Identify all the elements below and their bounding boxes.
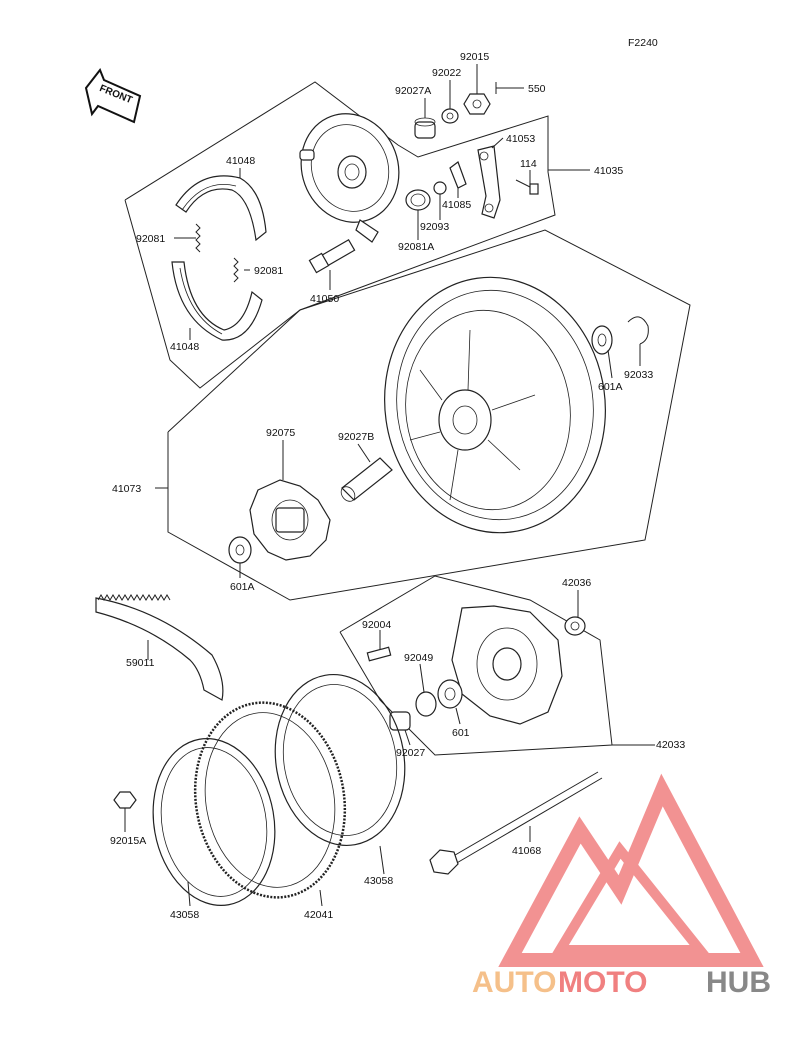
indicator-41085 (449, 161, 467, 189)
seal-92093 (433, 181, 447, 195)
bolt-114 (515, 179, 539, 195)
label-42033: 42033 (656, 739, 685, 751)
cover-43058-right (274, 673, 406, 847)
spring-92081-left (195, 223, 201, 253)
label-92093: 92093 (420, 221, 449, 233)
spring-92081-right (233, 257, 239, 283)
watermark-part-moto: MOTO (558, 966, 647, 999)
wheel-group-outline (167, 229, 691, 601)
label-92081-right: 92081 (254, 265, 283, 277)
brake-lever-41053 (477, 145, 501, 219)
hub-group-outline (339, 575, 613, 756)
collar-92027 (389, 711, 411, 731)
label-550: 550 (528, 83, 546, 95)
label-41053: 41053 (506, 133, 535, 145)
watermark-logo-icon (498, 773, 764, 967)
seal-92049 (415, 691, 437, 717)
watermark-text: AUTO MOTO HUB (472, 966, 771, 999)
label-41050: 41050 (310, 293, 339, 305)
watermark-part-auto: AUTO (472, 966, 556, 999)
circlip-92033 (627, 316, 649, 345)
label-92033: 92033 (624, 369, 653, 381)
bearing-601 (437, 679, 463, 709)
bearing-601A-left (228, 536, 252, 564)
spring-92081A (405, 189, 431, 211)
nut-92015 (463, 93, 491, 115)
watermark-part-hub: HUB (706, 966, 771, 999)
label-601A-right: 601A (598, 381, 623, 393)
washer-92022 (441, 108, 459, 124)
label-42036: 42036 (562, 577, 591, 589)
axle-41068 (429, 771, 603, 875)
label-92081-left: 92081 (136, 233, 165, 245)
label-41035: 41035 (594, 165, 623, 177)
cover-43058-left (152, 738, 276, 906)
nut-42036 (564, 616, 586, 636)
label-41048-bottom: 41048 (170, 341, 199, 353)
brake-shoe-top (175, 175, 267, 242)
label-92049: 92049 (404, 652, 433, 664)
damper-92075 (249, 479, 331, 561)
label-59011: 59011 (126, 657, 155, 669)
drive-belt-59011 (95, 594, 224, 701)
label-41048-top: 41048 (226, 155, 255, 167)
nut-92015A (113, 791, 137, 809)
label-42041: 42041 (304, 909, 333, 921)
diagram-code: F2240 (628, 37, 658, 49)
label-92015: 92015 (460, 51, 489, 63)
label-43058-right: 43058 (364, 875, 393, 887)
brake-shoe-bottom (171, 261, 263, 341)
label-92027A: 92027A (395, 85, 431, 97)
leader-lines (124, 64, 655, 907)
label-92075: 92075 (266, 427, 295, 439)
front-arrow-icon: FRONT (84, 68, 142, 124)
label-92004: 92004 (362, 619, 391, 631)
sprocket-hub (451, 605, 563, 725)
label-41073: 41073 (112, 483, 141, 495)
label-92015A: 92015A (110, 835, 146, 847)
label-92027: 92027 (396, 747, 425, 759)
label-601: 601 (452, 727, 470, 739)
label-601A-left: 601A (230, 581, 255, 593)
label-92081A: 92081A (398, 241, 434, 253)
spacer-92027A (414, 117, 436, 139)
brake-panel (299, 113, 400, 243)
label-41085: 41085 (442, 199, 471, 211)
label-41068: 41068 (512, 845, 541, 857)
label-92027B: 92027B (338, 431, 374, 443)
label-92022: 92022 (432, 67, 461, 79)
bearing-601A-right (591, 325, 613, 355)
collar-92027B (340, 457, 393, 502)
brake-cam-41050 (308, 238, 356, 274)
label-43058-left: 43058 (170, 909, 199, 921)
label-114: 114 (520, 158, 537, 170)
wheel-rim (384, 276, 606, 534)
stud-92004 (366, 646, 392, 662)
